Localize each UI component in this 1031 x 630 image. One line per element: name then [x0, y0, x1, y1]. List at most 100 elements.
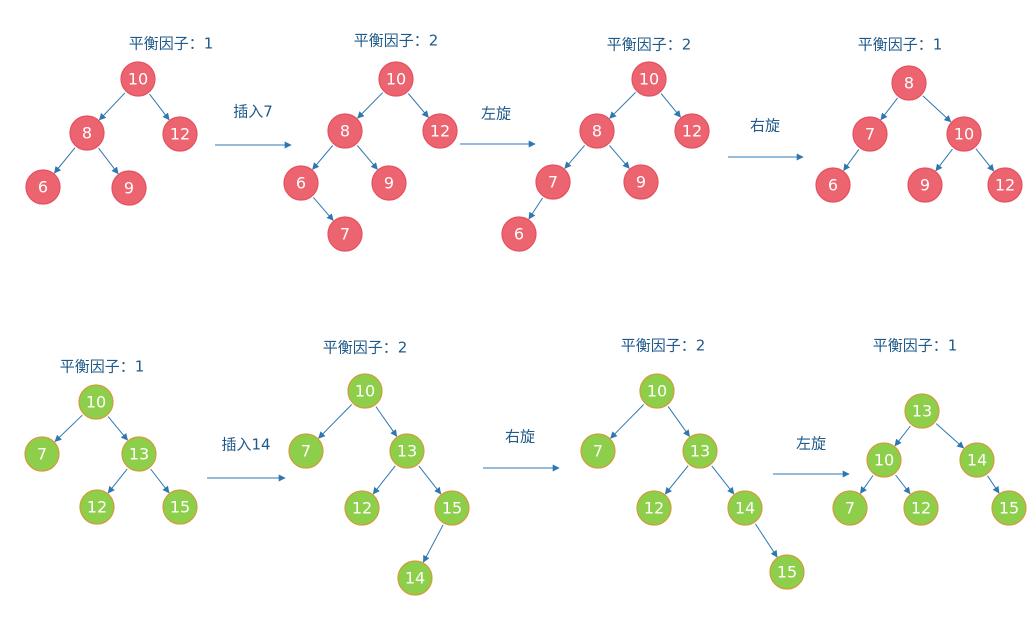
tree-edge-arrow — [754, 523, 778, 558]
tree-node-value: 6 — [828, 176, 838, 195]
tree-node-circle — [674, 113, 710, 149]
tree-node-circle — [162, 116, 198, 152]
tree-node-value: 8 — [340, 122, 350, 141]
balance-factor-label: 平衡因子：2 — [323, 339, 408, 357]
tree-node-circle — [631, 61, 667, 97]
tree-node: 9 — [623, 164, 659, 200]
balance-factor-label: 平衡因子：1 — [129, 35, 214, 53]
tree-node-value: 10 — [647, 382, 667, 401]
step-label: 右旋 — [505, 428, 535, 446]
tree-node: 10 — [378, 61, 414, 97]
tree-edge-arrow — [667, 406, 690, 437]
tree-node-circle — [959, 442, 995, 478]
tree-node-circle — [288, 433, 324, 469]
tree-node-value: 7 — [301, 442, 311, 461]
tree-node: 6 — [25, 169, 61, 205]
tree-node: 10 — [946, 116, 982, 152]
tree-node-circle — [389, 433, 425, 469]
tree-node: 12 — [422, 113, 458, 149]
tree-node: 7 — [580, 433, 616, 469]
tree-node-value: 10 — [386, 70, 406, 89]
step-label: 插入14 — [221, 436, 270, 454]
tree-edge-arrow — [609, 92, 636, 119]
tree-node-value: 13 — [129, 445, 149, 464]
tree-node-circle — [397, 560, 433, 596]
tree-node-value: 7 — [548, 173, 558, 192]
tree-node: 15 — [991, 490, 1027, 526]
tree-node-circle — [121, 436, 157, 472]
tree-edge-arrow — [312, 145, 334, 170]
tree-edge-arrow — [107, 468, 128, 494]
tree-node-value: 7 — [340, 225, 350, 244]
tree-node: 12 — [903, 490, 939, 526]
tree-node-value: 9 — [636, 173, 646, 192]
tree-node: 8 — [579, 113, 615, 149]
tree-node-value: 7 — [593, 442, 603, 461]
tree-node: 10 — [866, 442, 902, 478]
tree-edge-arrow — [372, 465, 396, 495]
tree-node: 12 — [636, 490, 672, 526]
tree-node-value: 6 — [514, 225, 524, 244]
step-label: 左旋 — [796, 435, 826, 453]
tree-edge-arrow — [98, 92, 126, 121]
tree-edge-arrow — [664, 465, 689, 495]
tree-node-value: 12 — [682, 122, 702, 141]
tree-edge-arrow — [922, 95, 952, 123]
tree-node-circle — [769, 554, 805, 590]
tree-node-value: 13 — [912, 402, 932, 421]
tree-node-value: 10 — [86, 393, 106, 412]
tree-node-value: 12 — [644, 499, 664, 518]
tree-node-circle — [946, 116, 982, 152]
tree-edge-arrow — [418, 465, 442, 495]
tree-node: 13 — [389, 433, 425, 469]
tree-edge-arrow — [407, 93, 429, 118]
tree-node-circle — [580, 433, 616, 469]
tree-node-circle — [501, 216, 537, 252]
tree-edge-arrow — [859, 475, 874, 494]
tree-node-circle — [903, 490, 939, 526]
tree-node-circle — [78, 384, 114, 420]
tree-node-circle — [832, 490, 868, 526]
tree-edge-arrow — [375, 406, 398, 437]
tree-edge-arrow — [356, 145, 378, 170]
tree-node-circle — [422, 113, 458, 149]
tree-node: 9 — [371, 165, 407, 201]
tree-node: 12 — [674, 113, 710, 149]
tree-node-value: 13 — [397, 442, 417, 461]
tree-node-value: 14 — [405, 569, 425, 588]
tree-node: 10 — [347, 373, 383, 409]
tree-node-value: 12 — [87, 498, 107, 517]
tree-edge-arrow — [357, 92, 384, 119]
tree-node: 9 — [111, 170, 147, 206]
tree-node-value: 15 — [777, 563, 797, 582]
tree-node: 7 — [852, 116, 888, 152]
tree-node-value: 13 — [690, 442, 710, 461]
tree-node-value: 8 — [592, 122, 602, 141]
tree-node-value: 12 — [911, 499, 931, 518]
tree-node-circle — [24, 436, 60, 472]
tree-edge-arrow — [150, 468, 170, 494]
tree-node-value: 7 — [845, 499, 855, 518]
tree-node-circle — [120, 61, 156, 97]
balance-factor-label: 平衡因子：2 — [354, 32, 439, 50]
tree-node: 6 — [501, 216, 537, 252]
tree-edge-arrow — [610, 404, 645, 439]
tree-edge-arrow — [422, 524, 444, 563]
tree-edge-arrow — [609, 145, 630, 169]
tree-edge-arrow — [149, 93, 170, 121]
tree-node-value: 10 — [355, 382, 375, 401]
tree-node: 10 — [639, 373, 675, 409]
tree-node-value: 10 — [874, 451, 894, 470]
tree-node-value: 14 — [967, 451, 987, 470]
tree-node-circle — [682, 433, 718, 469]
tree-node-value: 12 — [430, 122, 450, 141]
tree-node-circle — [378, 61, 414, 97]
tree-node-circle — [991, 490, 1027, 526]
tree-edge-arrow — [935, 423, 965, 449]
tree-node-value: 7 — [37, 445, 47, 464]
tree-edge-arrow — [894, 425, 911, 447]
tree-node-circle — [79, 489, 115, 525]
tree-node-circle — [434, 490, 470, 526]
tree-node-value: 10 — [954, 125, 974, 144]
